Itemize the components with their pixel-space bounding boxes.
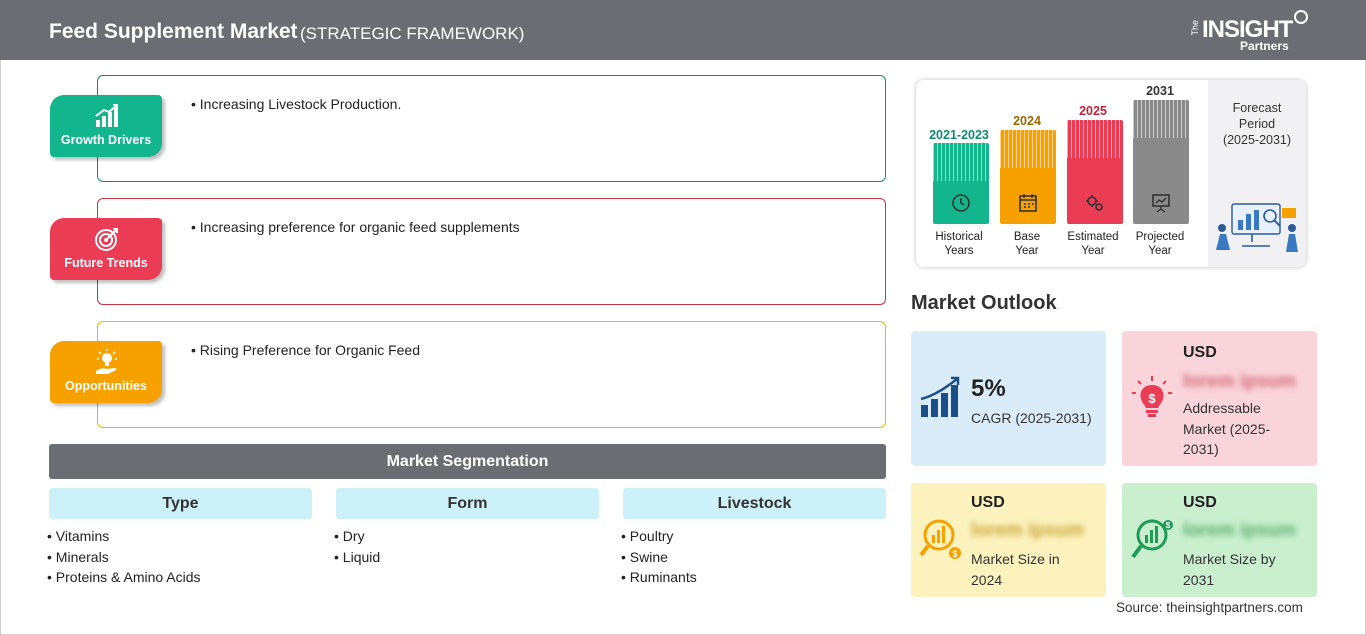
desc-line: Market Size in	[971, 551, 1060, 567]
list-item: Poultry	[621, 526, 697, 547]
size-2024-value-blurred: lorem ipsum	[971, 520, 1084, 541]
market-segmentation-bar: Market Segmentation	[49, 444, 886, 479]
timeline-year-projected: 2031	[1146, 84, 1174, 98]
svg-text:$: $	[952, 549, 957, 559]
header-bar: Feed Supplement Market (STRATEGIC FRAMEW…	[0, 0, 1366, 60]
future-trends-badge: Future Trends	[50, 218, 162, 280]
list-item: Ruminants	[621, 567, 697, 588]
growth-chart-icon	[95, 104, 118, 127]
addressable-market-card: $ USD lorem ipsum Addressable Market (20…	[1122, 331, 1317, 466]
timeline-caption-historical: Historical Years	[919, 230, 999, 258]
desc-line: Addressable	[1183, 400, 1261, 416]
caption-line: Year	[1015, 245, 1039, 257]
desc-line: 2024	[971, 571, 1003, 588]
growth-drivers-label: Growth Drivers	[60, 133, 152, 147]
cagr-label: CAGR (2025-2031)	[971, 410, 1092, 426]
svg-text:$: $	[1166, 521, 1171, 530]
desc-line: Market Size by	[1183, 551, 1276, 567]
page-subtitle: (STRATEGIC FRAMEWORK)	[300, 24, 525, 43]
logo-circle-icon	[1294, 10, 1308, 24]
list-item: Vitamins	[47, 526, 201, 547]
segment-head-type: Type	[49, 488, 312, 519]
page-title: Feed Supplement Market	[49, 20, 298, 43]
forecast-period-text: Forecast Period (2025-2031)	[1216, 100, 1298, 148]
growth-drivers-badge: Growth Drivers	[50, 95, 162, 157]
size-2031-currency: USD	[1183, 494, 1217, 511]
timeline-panel: 2021-2023 Historical Years 2024 Base Yea…	[916, 80, 1306, 267]
idea-dollar-icon: $	[1132, 376, 1172, 417]
segment-list-type: Vitamins Minerals Proteins & Amino Acids	[47, 526, 201, 588]
calendar-icon	[1019, 194, 1037, 212]
presentation-chart-icon	[1152, 194, 1170, 213]
history-clock-icon	[952, 194, 970, 212]
future-trends-label: Future Trends	[64, 256, 148, 270]
timeline-year-base: 2024	[1013, 114, 1041, 128]
timeline-bar-estimated	[1067, 120, 1123, 224]
addressable-currency: USD	[1183, 344, 1217, 361]
analyst-illustration-icon	[1216, 203, 1298, 252]
size-2031-desc: Market Size by 2031	[1183, 549, 1276, 590]
segment-head-livestock: Livestock	[623, 488, 886, 519]
caption-line: Historical	[935, 231, 983, 243]
market-size-2024-card: $ USD lorem ipsum Market Size in 2024	[911, 483, 1106, 597]
caption-line: Estimated	[1067, 231, 1119, 243]
timeline-caption-projected: Projected Year	[1120, 230, 1200, 258]
addressable-desc: Addressable Market (2025- 2031)	[1183, 398, 1270, 460]
market-size-2031-card: $ USD lorem ipsum Market Size by 2031	[1122, 483, 1317, 597]
timeline-year-estimated: 2025	[1079, 104, 1107, 118]
desc-line: 2031	[1183, 571, 1215, 588]
segment-list-livestock: Poultry Swine Ruminants	[621, 526, 697, 588]
size-2024-currency: USD	[971, 494, 1005, 511]
cagr-card: 5% CAGR (2025-2031)	[911, 331, 1106, 466]
timeline-year-historical: 2021-2023	[929, 128, 989, 142]
list-item: Liquid	[334, 547, 380, 568]
source-text: Source: theinsightpartners.com	[1116, 600, 1303, 615]
caption-line: Projected	[1135, 231, 1185, 243]
list-item: Minerals	[47, 547, 201, 568]
segment-head-form: Form	[336, 488, 599, 519]
segment-list-form: Dry Liquid	[334, 526, 380, 567]
caption-line: Years	[944, 245, 974, 257]
insight-partners-logo[interactable]: The INSIGHT Partners	[1190, 10, 1310, 54]
forecast-line: Period	[1238, 117, 1276, 131]
lightbulb-hand-icon	[96, 349, 117, 374]
growth-drivers-card: • Increasing Livestock Production.	[97, 75, 886, 182]
opportunities-card: • Rising Preference for Organic Feed	[97, 321, 886, 428]
logo-insight: INSIGHT	[1202, 16, 1293, 43]
caption-line: Base	[1013, 231, 1041, 243]
magnifier-growth-icon: $	[1131, 519, 1173, 559]
timeline-caption-estimated: Estimated Year	[1053, 230, 1133, 258]
addressable-value-blurred: lorem ipsum	[1183, 371, 1296, 392]
caption-line: Year	[1148, 245, 1172, 257]
svg-text:$: $	[1148, 391, 1156, 406]
list-item: Swine	[621, 547, 697, 568]
timeline-caption-base: Base Year	[987, 230, 1067, 258]
target-icon	[95, 228, 118, 251]
growth-bars-icon	[920, 376, 960, 417]
timeline-bar-base	[1000, 130, 1056, 224]
forecast-line: (2025-2031)	[1222, 133, 1292, 147]
magnifier-chart-icon: $	[919, 519, 961, 559]
list-item: Dry	[334, 526, 380, 547]
growth-drivers-bullet: • Increasing Livestock Production.	[191, 96, 402, 112]
logo-partners: Partners	[1240, 39, 1289, 53]
size-2024-desc: Market Size in 2024	[971, 549, 1060, 590]
opportunities-bullet: • Rising Preference for Organic Feed	[191, 342, 421, 358]
market-outlook-title: Market Outlook	[911, 292, 1057, 314]
timeline-bar-projected	[1133, 100, 1189, 224]
caption-line: Year	[1081, 245, 1105, 257]
cagr-value: 5%	[971, 375, 1006, 402]
list-item: Proteins & Amino Acids	[47, 567, 201, 588]
forecast-line: Forecast	[1232, 101, 1282, 115]
opportunities-badge: Opportunities	[50, 341, 162, 403]
future-trends-bullet: • Increasing preference for organic feed…	[191, 219, 520, 235]
desc-line: Market (2025-	[1183, 420, 1271, 437]
future-trends-card: • Increasing preference for organic feed…	[97, 198, 886, 305]
gears-icon	[1086, 195, 1103, 211]
size-2031-value-blurred: lorem ipsum	[1183, 520, 1296, 541]
logo-the: The	[1190, 20, 1200, 36]
opportunities-label: Opportunities	[65, 379, 147, 393]
desc-line: 2031)	[1183, 441, 1219, 457]
